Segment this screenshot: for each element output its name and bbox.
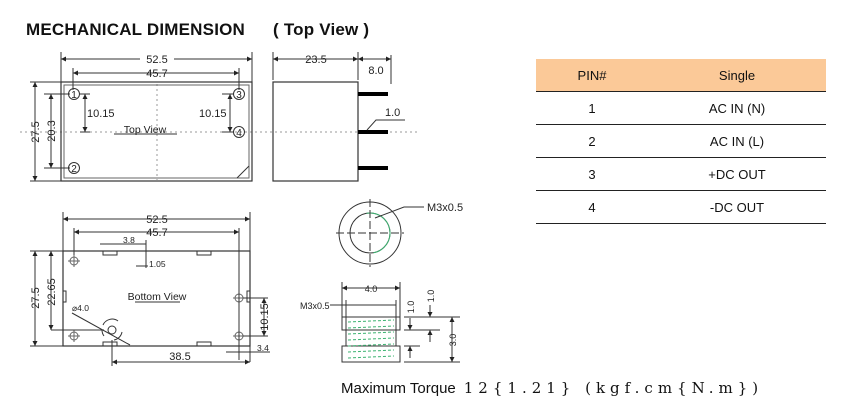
pin-number: 3 [536, 157, 648, 191]
dim-top-pin-span: 45.7 [146, 68, 167, 80]
pin-2-marker [68, 162, 80, 174]
dim-bottom-span: 45.7 [146, 227, 167, 239]
header-pin: PIN# [536, 59, 648, 92]
pin-4-label: 4 [236, 128, 242, 139]
table-row: 4-DC OUT [536, 190, 826, 224]
pin-number: 4 [536, 190, 648, 224]
dim-side-pin-length: 8.0 [368, 65, 383, 77]
table-row: 3+DC OUT [536, 157, 826, 191]
top-view-label: Top View [124, 124, 167, 136]
nut-dia: 4.0 [365, 284, 378, 294]
nut-thread-side: M3x0.5 [300, 301, 330, 311]
pin-1-marker [68, 88, 80, 100]
pin-function: +DC OUT [648, 157, 826, 191]
dim-pitch-left: 10.15 [87, 108, 115, 120]
dim-bottom-width: 27.5 [30, 287, 42, 308]
header-function: Single [648, 59, 826, 92]
title-subtitle: ( Top View ) [273, 20, 370, 39]
nut-h1: 1.0 [406, 301, 416, 314]
pin-function: -DC OUT [648, 190, 826, 224]
screw-hole [107, 325, 117, 335]
pin-number: 2 [536, 124, 648, 158]
top-view [20, 52, 420, 182]
nut-drawing [330, 199, 460, 363]
table-header-row: PIN# Single [536, 59, 826, 92]
bottom-view [30, 212, 270, 366]
page-title: MECHANICAL DIMENSION ( Top View ) [26, 20, 369, 40]
dim-top-pin-vertical: 20.3 [46, 120, 58, 141]
dim-edge: 3.4 [257, 343, 269, 353]
pin-2-label: 2 [71, 164, 77, 175]
pin-4-marker [233, 126, 245, 138]
pin-1-label: 1 [71, 90, 77, 101]
dim-screw-y: 22.65 [46, 278, 58, 306]
dim-top-width: 27.5 [30, 121, 42, 142]
dim-bottom-length: 52.5 [146, 214, 167, 226]
pin-3-label: 3 [236, 90, 242, 101]
dim-hole-dia: ⌀4.0 [72, 303, 89, 313]
dim-side-pin-dia: 1.0 [385, 107, 400, 119]
side-view [272, 52, 405, 182]
dim-tab-width: 3.8 [123, 235, 135, 245]
dim-bottom-pitch: 10.15 [259, 303, 271, 331]
pin-number: 1 [536, 91, 648, 125]
dim-pitch-right: 10.15 [199, 108, 227, 120]
torque-value: 12{1.21} (kgf.cm{N.m}) [463, 379, 764, 397]
pin-function: AC IN (N) [648, 91, 826, 125]
bottom-view-label: Bottom View [128, 291, 187, 303]
dim-tab-depth: 1.05 [149, 259, 166, 269]
torque-label: Maximum Torque [341, 380, 456, 397]
pin-function: AC IN (L) [648, 124, 826, 158]
max-torque: Maximum Torque 12{1.21} (kgf.cm{N.m}) [341, 379, 763, 397]
nut-h3: 3.0 [448, 334, 458, 347]
dim-top-length: 52.5 [146, 54, 167, 66]
nut-thread-top: M3x0.5 [427, 202, 463, 214]
pin-3-marker [233, 88, 245, 100]
nut-h2: 1.0 [426, 290, 436, 303]
dim-side-height: 23.5 [305, 54, 326, 66]
dim-screw-x: 38.5 [169, 351, 190, 363]
title-text: MECHANICAL DIMENSION [26, 20, 246, 39]
